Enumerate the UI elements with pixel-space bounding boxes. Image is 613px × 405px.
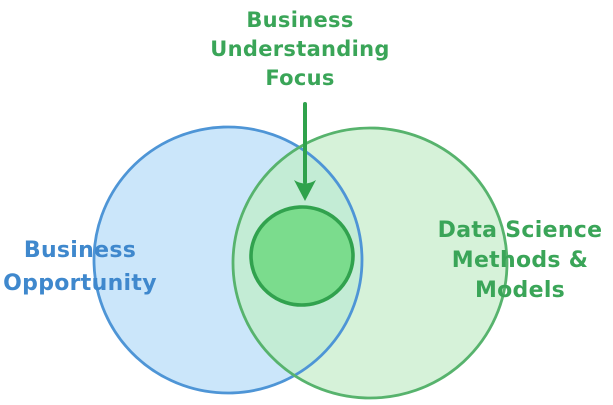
set-label-line: Business [23, 238, 137, 263]
set-label-line: Data Science [437, 218, 603, 243]
set-label-line: Methods & [451, 248, 589, 273]
set-label-line: Models [474, 278, 566, 303]
data-science-circle-outline [231, 126, 509, 400]
intersection-title-label: Business Understanding Focus [150, 6, 450, 93]
title-line: Focus [265, 66, 335, 90]
business-opportunity-circle-outline [92, 125, 364, 395]
business-opportunity-label: Business Opportunity [0, 234, 180, 300]
title-line: Understanding [210, 37, 390, 61]
data-science-label: Data Science Methods & Models [408, 216, 613, 306]
set-label-line: Opportunity [3, 271, 157, 296]
venn-overlap-region [233, 127, 362, 394]
arrow-head [294, 180, 316, 201]
arrow-down-icon [294, 102, 316, 201]
title-line: Business [246, 8, 354, 32]
focus-circle [249, 205, 355, 307]
